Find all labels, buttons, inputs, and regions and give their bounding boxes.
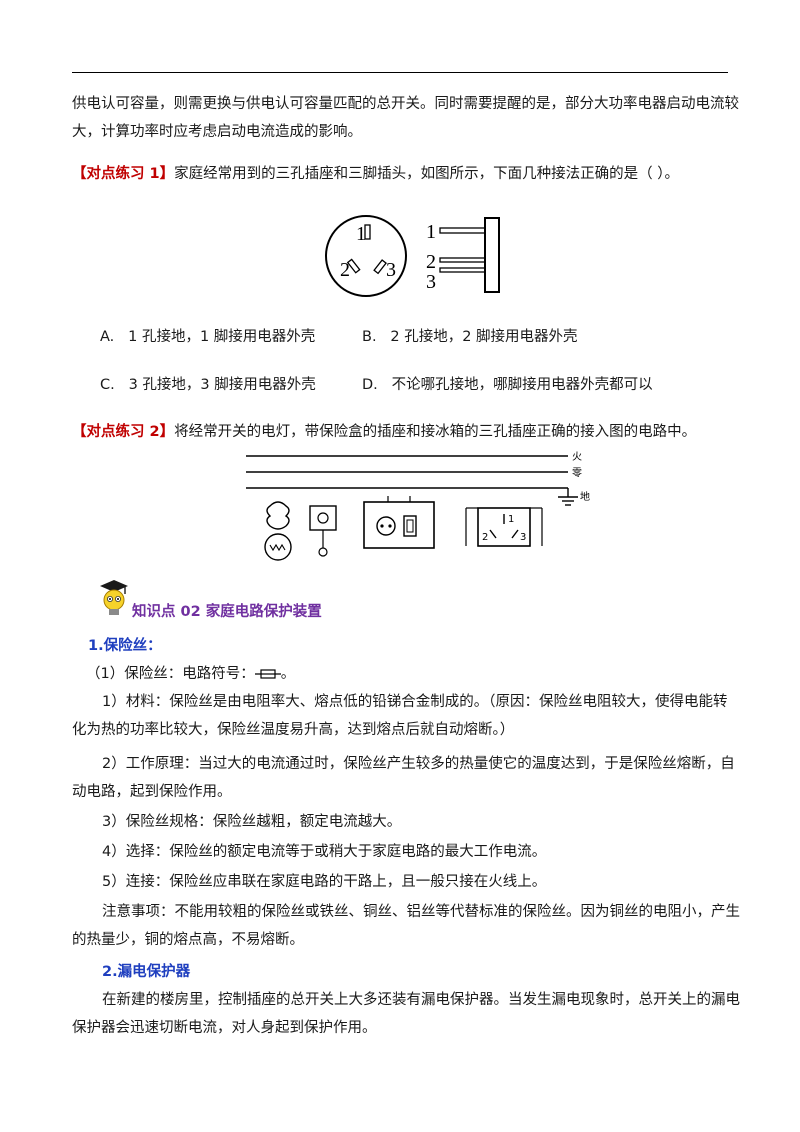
option-c[interactable]: C. 3 孔接地，3 脚接用电器外壳	[100, 373, 316, 394]
fuse-spec: 3）保险丝规格：保险丝越粗，额定电流越大。	[102, 814, 402, 830]
circuit-figure: 火 零 地 1 2 3	[246, 451, 590, 561]
socket-plug-figure: 1 2 3 1 2 3	[325, 215, 500, 297]
fuse-heading: 1.保险丝：	[88, 638, 162, 654]
bulb-mascot-icon	[100, 580, 128, 615]
exercise2-text: 将经常开关的电灯，带保险盒的插座和接冰箱的三孔插座正确的接入图的电路中。	[174, 424, 697, 440]
header-rule	[72, 72, 728, 73]
fuse-principle-2: 动电路，起到保险作用。	[72, 784, 232, 800]
fuse-symbol-icon	[254, 669, 281, 679]
supply-lines: 火 零 地	[246, 451, 590, 506]
socket-label-2: 2	[340, 259, 350, 281]
leakage-text-1: 在新建的楼房里，控制插座的总开关上大多还装有漏电保护器。当发生漏电现象时，总开关…	[102, 992, 740, 1008]
fuse-principle-1: 2）工作原理：当过大的电流通过时，保险丝产生较多的热量使它的温度达到，于是保险丝…	[102, 756, 735, 772]
fuse-symbol-end: 。	[280, 666, 296, 682]
exercise2-label: 【对点练习 2】	[72, 424, 175, 440]
three-pin-plug: 1 2 3	[426, 217, 500, 293]
fuse-note-1: 注意事项：不能用较粗的保险丝或铁丝、铜丝、铝丝等代替标准的保险丝。因为铜丝的电阻…	[102, 904, 740, 920]
intro-line-2: 大，计算功率时应考虑启动电流造成的影响。	[72, 124, 362, 140]
fuse-material-1: 1）材料：保险丝是由电阻率大、熔点低的铅锑合金制成的。（原因：保险丝电阻较大，使…	[102, 694, 728, 710]
option-a[interactable]: A. 1 孔接地，1 脚接用电器外壳	[100, 325, 315, 346]
exercise1-text: 家庭经常用到的三孔插座和三脚插头，如图所示，下面几种接法正确的是（ ）。	[174, 166, 679, 182]
line-label-ground: 地	[580, 490, 590, 503]
line-label-fire: 火	[572, 451, 582, 463]
option-a-text: 1 孔接地，1 脚接用电器外壳	[128, 329, 316, 345]
option-b[interactable]: B. 2 孔接地，2 脚接用电器外壳	[362, 325, 578, 346]
outlet-label-1: 1	[508, 514, 514, 525]
fuse-box-outlet	[363, 496, 435, 549]
outlet-label-2: 2	[482, 532, 488, 543]
option-b-key: B.	[362, 329, 377, 345]
lamp	[264, 501, 292, 561]
line-label-zero: 零	[572, 467, 582, 479]
option-d-text: 不论哪孔接地，哪脚接用电器外壳都可以	[391, 377, 653, 393]
exercise1-label: 【对点练习 1】	[72, 166, 175, 182]
fuse-connect: 5）连接：保险丝应串联在家庭电路的干路上，且一般只接在火线上。	[102, 874, 547, 890]
option-d-key: D.	[362, 377, 378, 393]
option-d[interactable]: D. 不论哪孔接地，哪脚接用电器外壳都可以	[362, 373, 653, 394]
plug-label-1: 1	[426, 221, 436, 243]
socket-label-3: 3	[386, 259, 396, 281]
exercise1-question: 【对点练习 1】家庭经常用到的三孔插座和三脚插头，如图所示，下面几种接法正确的是…	[72, 160, 728, 188]
leakage-text-2: 保护器会迅速切断电流，对人身起到保护作用。	[72, 1020, 377, 1036]
fuse-symbol-text: （1）保险丝：电路符号：	[86, 666, 255, 682]
option-c-text: 3 孔接地，3 脚接用电器外壳	[128, 377, 316, 393]
intro-line-1: 供电认可容量，则需更换与供电认可容量匹配的总开关。同时需要提醒的是，部分大功率电…	[72, 96, 739, 112]
fuse-material-2: 化为热的功率比较大，保险丝温度易升高，达到熔点后就自动熔断。）	[72, 722, 515, 738]
socket-label-1: 1	[356, 223, 366, 245]
plug-label-2: 2	[426, 251, 436, 273]
outlet-label-3: 3	[520, 532, 526, 543]
plug-label-3: 3	[426, 271, 436, 293]
three-hole-socket: 1 2 3	[325, 215, 407, 297]
fuse-symbol-line: （1）保险丝：电路符号： 。	[86, 660, 742, 688]
leakage-heading: 2.漏电保护器	[102, 964, 191, 980]
pull-switch	[309, 505, 337, 557]
three-hole-outlet: 1 2 3	[465, 507, 543, 547]
fuse-note-2: 的热量少，铜的熔点高，不易熔断。	[72, 932, 304, 948]
option-b-text: 2 孔接地，2 脚接用电器外壳	[390, 329, 578, 345]
option-c-key: C.	[100, 377, 115, 393]
exercise2-question: 【对点练习 2】将经常开关的电灯，带保险盒的插座和接冰箱的三孔插座正确的接入图的…	[72, 418, 728, 446]
knowledge-point-title: 知识点 02 家庭电路保护装置	[132, 604, 322, 620]
option-a-key: A.	[100, 329, 115, 345]
fuse-choose: 4）选择：保险丝的额定电流等于或稍大于家庭电路的最大工作电流。	[102, 844, 547, 860]
